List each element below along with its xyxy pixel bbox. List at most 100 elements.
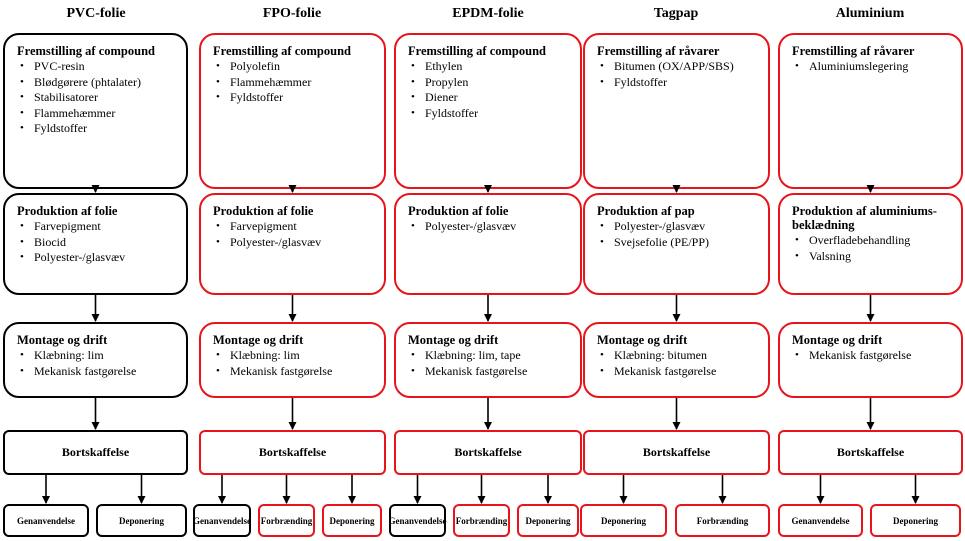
- column-title-fpo-folie: FPO-folie: [262, 6, 322, 21]
- stage-item-list: OverfladebehandlingValsning: [792, 233, 953, 264]
- stage-box-produktion-af-aluminiums-beklædning: Produktion af aluminiums-beklædningOverf…: [778, 193, 963, 295]
- stage-item: Polyester-/glasvæv: [597, 219, 760, 235]
- stage-item: Mekanisk fastgørelse: [17, 364, 178, 380]
- stage-item-list: FarvepigmentBiocidPolyester-/glasvæv: [17, 219, 178, 266]
- endpoint-label: Deponering: [119, 515, 164, 526]
- disposal-box: Bortskaffelse: [394, 430, 582, 475]
- endpoint-label: Genanvendelse: [193, 515, 252, 526]
- endpoint-deponering: Deponering: [96, 504, 187, 537]
- column-title-pvc-folie: PVC-folie: [66, 6, 126, 21]
- endpoint-label: Forbrænding: [455, 515, 508, 526]
- stage-item: Biocid: [17, 235, 178, 251]
- column-title-tagpap: Tagpap: [653, 6, 699, 21]
- stage-item-list: EthylenPropylenDienerFyldstoffer: [408, 59, 572, 121]
- stage-title: Fremstilling af compound: [17, 44, 155, 58]
- column-title-epdm-folie: EPDM-folie: [452, 6, 524, 21]
- endpoint-label: Genanvendelse: [791, 515, 850, 526]
- disposal-label: Bortskaffelse: [642, 445, 711, 459]
- stage-title: Fremstilling af råvarer: [792, 44, 915, 58]
- stage-item: Polyester-/glasvæv: [408, 219, 572, 235]
- stage-title: Fremstilling af compound: [213, 44, 351, 58]
- endpoint-genanvendelse: Genanvendelse: [193, 504, 251, 537]
- stage-item-list: Klæbning: lim, tapeMekanisk fastgørelse: [408, 348, 572, 379]
- stage-item: Propylen: [408, 75, 572, 91]
- stage-title: Montage og drift: [17, 333, 108, 347]
- stage-box-fremstilling-af-compound: Fremstilling af compoundPVC-resinBlødgør…: [3, 33, 188, 189]
- stage-item: Fyldstoffer: [17, 121, 178, 137]
- endpoint-label: Genanvendelse: [388, 515, 447, 526]
- stage-item: Valsning: [792, 249, 953, 265]
- stage-item: Fyldstoffer: [597, 75, 760, 91]
- stage-item: Klæbning: bitumen: [597, 348, 760, 364]
- stage-title: Produktion af aluminiums-beklædning: [792, 204, 937, 232]
- stage-title: Produktion af folie: [213, 204, 314, 218]
- stage-item: Polyolefin: [213, 59, 376, 75]
- disposal-label: Bortskaffelse: [836, 445, 905, 459]
- stage-title: Montage og drift: [213, 333, 304, 347]
- stage-item: Ethylen: [408, 59, 572, 75]
- stage-item: Blødgørere (phtalater): [17, 75, 178, 91]
- stage-item: Mekanisk fastgørelse: [408, 364, 572, 380]
- column-title-aluminium: Aluminium: [835, 6, 905, 21]
- endpoint-label: Forbrænding: [696, 515, 749, 526]
- stage-item: Farvepigment: [17, 219, 178, 235]
- stage-item: Aluminiumslegering: [792, 59, 953, 75]
- stage-box-produktion-af-folie: Produktion af folieFarvepigmentBiocidPol…: [3, 193, 188, 295]
- endpoint-forbrænding: Forbrænding: [453, 504, 510, 537]
- stage-item: Bitumen (OX/APP/SBS): [597, 59, 760, 75]
- stage-item-list: PVC-resinBlødgørere (phtalater)Stabilisa…: [17, 59, 178, 137]
- stage-item-list: Klæbning: limMekanisk fastgørelse: [17, 348, 178, 379]
- disposal-label: Bortskaffelse: [258, 445, 327, 459]
- stage-title: Montage og drift: [597, 333, 688, 347]
- stage-box-fremstilling-af-compound: Fremstilling af compoundEthylenPropylenD…: [394, 33, 582, 189]
- endpoint-label: Deponering: [601, 515, 646, 526]
- stage-title: Produktion af pap: [597, 204, 695, 218]
- stage-box-produktion-af-pap: Produktion af papPolyester-/glasvævSvejs…: [583, 193, 770, 295]
- stage-item: Klæbning: lim, tape: [408, 348, 572, 364]
- endpoint-label: Genanvendelse: [16, 515, 75, 526]
- stage-item: Klæbning: lim: [17, 348, 178, 364]
- stage-item: PVC-resin: [17, 59, 178, 75]
- stage-item-list: Polyester-/glasvævSvejsefolie (PE/PP): [597, 219, 760, 250]
- stage-item-list: Klæbning: bitumenMekanisk fastgørelse: [597, 348, 760, 379]
- stage-box-montage-og-drift: Montage og driftKlæbning: limMekanisk fa…: [3, 322, 188, 398]
- stage-item-list: Bitumen (OX/APP/SBS)Fyldstoffer: [597, 59, 760, 90]
- stage-title: Montage og drift: [408, 333, 499, 347]
- stage-item-list: Klæbning: limMekanisk fastgørelse: [213, 348, 376, 379]
- endpoint-genanvendelse: Genanvendelse: [3, 504, 89, 537]
- disposal-label: Bortskaffelse: [61, 445, 130, 459]
- stage-item: Stabilisatorer: [17, 90, 178, 106]
- stage-box-montage-og-drift: Montage og driftKlæbning: lim, tapeMekan…: [394, 322, 582, 398]
- stage-box-produktion-af-folie: Produktion af folieFarvepigmentPolyester…: [199, 193, 386, 295]
- stage-item: Farvepigment: [213, 219, 376, 235]
- stage-item-list: Mekanisk fastgørelse: [792, 348, 953, 364]
- endpoint-deponering: Deponering: [517, 504, 579, 537]
- stage-title: Fremstilling af råvarer: [597, 44, 720, 58]
- stage-item: Flammehæmmer: [17, 106, 178, 122]
- stage-item: Mekanisk fastgørelse: [213, 364, 376, 380]
- stage-item: Mekanisk fastgørelse: [792, 348, 953, 364]
- stage-item: Flammehæmmer: [213, 75, 376, 91]
- stage-item: Overfladebehandling: [792, 233, 953, 249]
- stage-title: Produktion af folie: [17, 204, 118, 218]
- stage-item: Klæbning: lim: [213, 348, 376, 364]
- stage-item: Diener: [408, 90, 572, 106]
- endpoint-forbrænding: Forbrænding: [258, 504, 315, 537]
- endpoint-genanvendelse: Genanvendelse: [388, 504, 447, 537]
- stage-box-montage-og-drift: Montage og driftKlæbning: limMekanisk fa…: [199, 322, 386, 398]
- stage-box-fremstilling-af-råvarer: Fremstilling af råvarerBitumen (OX/APP/S…: [583, 33, 770, 189]
- disposal-label: Bortskaffelse: [454, 445, 522, 459]
- stage-box-fremstilling-af-compound: Fremstilling af compoundPolyolefinFlamme…: [199, 33, 386, 189]
- stage-title: Fremstilling af compound: [408, 44, 546, 58]
- disposal-box: Bortskaffelse: [3, 430, 188, 475]
- stage-item: Fyldstoffer: [213, 90, 376, 106]
- endpoint-label: Deponering: [893, 515, 938, 526]
- stage-item: Svejsefolie (PE/PP): [597, 235, 760, 251]
- stage-title: Produktion af folie: [408, 204, 509, 218]
- stage-item-list: Aluminiumslegering: [792, 59, 953, 75]
- stage-item: Polyester-/glasvæv: [213, 235, 376, 251]
- stage-title: Montage og drift: [792, 333, 883, 347]
- stage-item-list: FarvepigmentPolyester-/glasvæv: [213, 219, 376, 250]
